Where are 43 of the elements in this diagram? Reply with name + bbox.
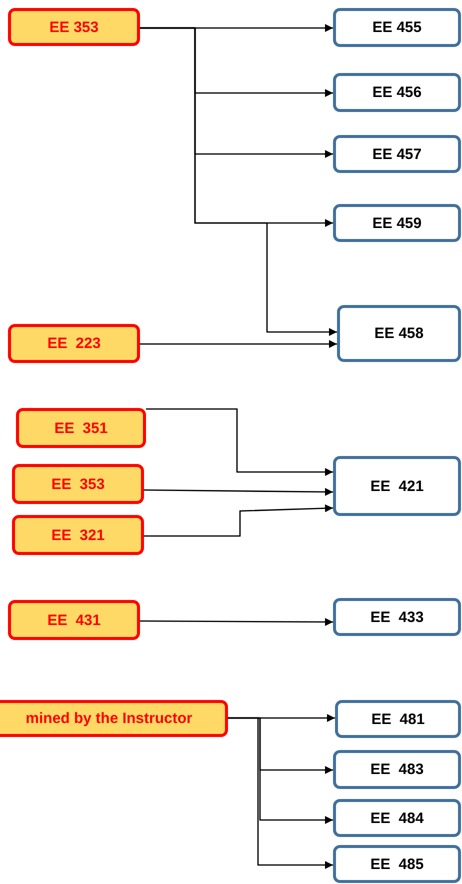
arrow bbox=[140, 27, 337, 336]
course-code: EE 481 bbox=[371, 710, 425, 728]
arrow bbox=[140, 618, 333, 626]
course-box bbox=[333, 799, 461, 837]
arrow bbox=[146, 408, 333, 476]
course-box bbox=[333, 598, 461, 636]
arrow bbox=[144, 504, 334, 537]
prerequisite-box bbox=[12, 464, 144, 504]
course-code: EE 459 bbox=[372, 214, 422, 232]
course-box bbox=[333, 750, 461, 789]
course-code: EE 421 bbox=[370, 478, 424, 494]
prerequisite-box bbox=[8, 324, 140, 363]
prerequisite-box bbox=[8, 8, 140, 46]
prerequisite-box bbox=[12, 515, 144, 555]
course-code: EE 351 bbox=[54, 420, 108, 436]
course-box bbox=[333, 204, 461, 242]
course-code: EE 455 bbox=[372, 19, 422, 36]
course-code: mined by the Instructor bbox=[26, 710, 192, 727]
course-code: EE 353 bbox=[51, 476, 105, 492]
course-box bbox=[333, 845, 461, 883]
course-box bbox=[335, 700, 461, 738]
course-code: EE 456 bbox=[372, 84, 422, 101]
course-code: EE 458 bbox=[374, 325, 424, 342]
course-box bbox=[333, 73, 461, 112]
course-code: EE 485 bbox=[370, 856, 424, 872]
arrow bbox=[144, 488, 333, 496]
course-code: EE 433 bbox=[370, 608, 424, 626]
course-code: EE 457 bbox=[372, 146, 422, 162]
course-box bbox=[333, 135, 461, 173]
course-code: EE 483 bbox=[370, 761, 424, 778]
course-code: EE 223 bbox=[47, 335, 101, 352]
course-code: EE 484 bbox=[370, 810, 424, 826]
course-box bbox=[333, 8, 461, 47]
course-box bbox=[337, 305, 461, 362]
arrow bbox=[228, 717, 333, 869]
arrow bbox=[140, 340, 337, 348]
course-code: EE 431 bbox=[47, 612, 101, 628]
course-box bbox=[333, 456, 461, 516]
course-code: EE 353 bbox=[49, 18, 99, 36]
prerequisite-box bbox=[16, 408, 146, 448]
prerequisite-box bbox=[0, 700, 228, 737]
prerequisite-box bbox=[8, 600, 140, 640]
course-code: EE 321 bbox=[51, 526, 105, 544]
